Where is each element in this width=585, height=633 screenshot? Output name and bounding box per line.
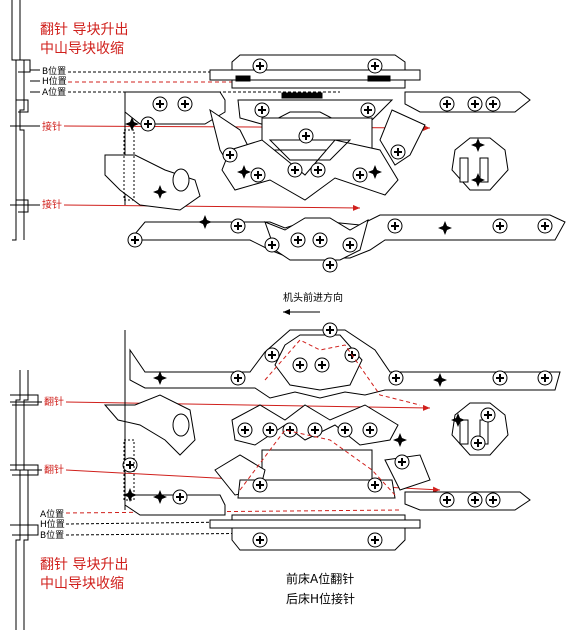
bottom-caption-line2: 中山导块收缩: [40, 576, 124, 592]
top-center-cam: [209, 99, 426, 201]
bottom-center-cam: [214, 404, 431, 499]
bottom-pos-a: A位置: [40, 508, 64, 520]
top-needle-2: 接针: [42, 198, 62, 211]
direction-label: 机头前进方向: [283, 291, 343, 304]
top-pos-a: A位置: [42, 86, 66, 98]
bottom-needle-2: 翻针: [44, 463, 64, 476]
top-rail: [209, 54, 421, 99]
bottom-pos-h: H位置: [40, 518, 65, 530]
bottom-pos-b: B位置: [40, 529, 64, 541]
bottom-left-cam: [103, 330, 226, 516]
bottom-upper-plate: [129, 329, 561, 399]
needle-bed-top: [11, 0, 31, 241]
bottom-needle-1: 翻针: [44, 395, 64, 408]
top-pos-b: B位置: [42, 65, 66, 77]
top-caption-line1: 翻针 导块升出: [40, 22, 128, 38]
bottom-caption-line1: 翻针 导块升出: [40, 557, 128, 573]
top-caption-line2: 中山导块收缩: [40, 41, 124, 57]
top-left-cam: [104, 91, 226, 211]
top-needle-1: 接针: [42, 120, 62, 133]
top-right-cam: [404, 91, 531, 113]
bottom-rail: [209, 514, 421, 551]
top-pos-h: H位置: [42, 75, 67, 87]
needle-bed-bottom: [10, 370, 39, 630]
footer-line1: 前床A位翻针: [286, 571, 354, 586]
bottom-right-cam: [404, 491, 531, 511]
footer-line2: 后床H位接针: [286, 591, 355, 606]
top-right-hex: [451, 137, 509, 191]
